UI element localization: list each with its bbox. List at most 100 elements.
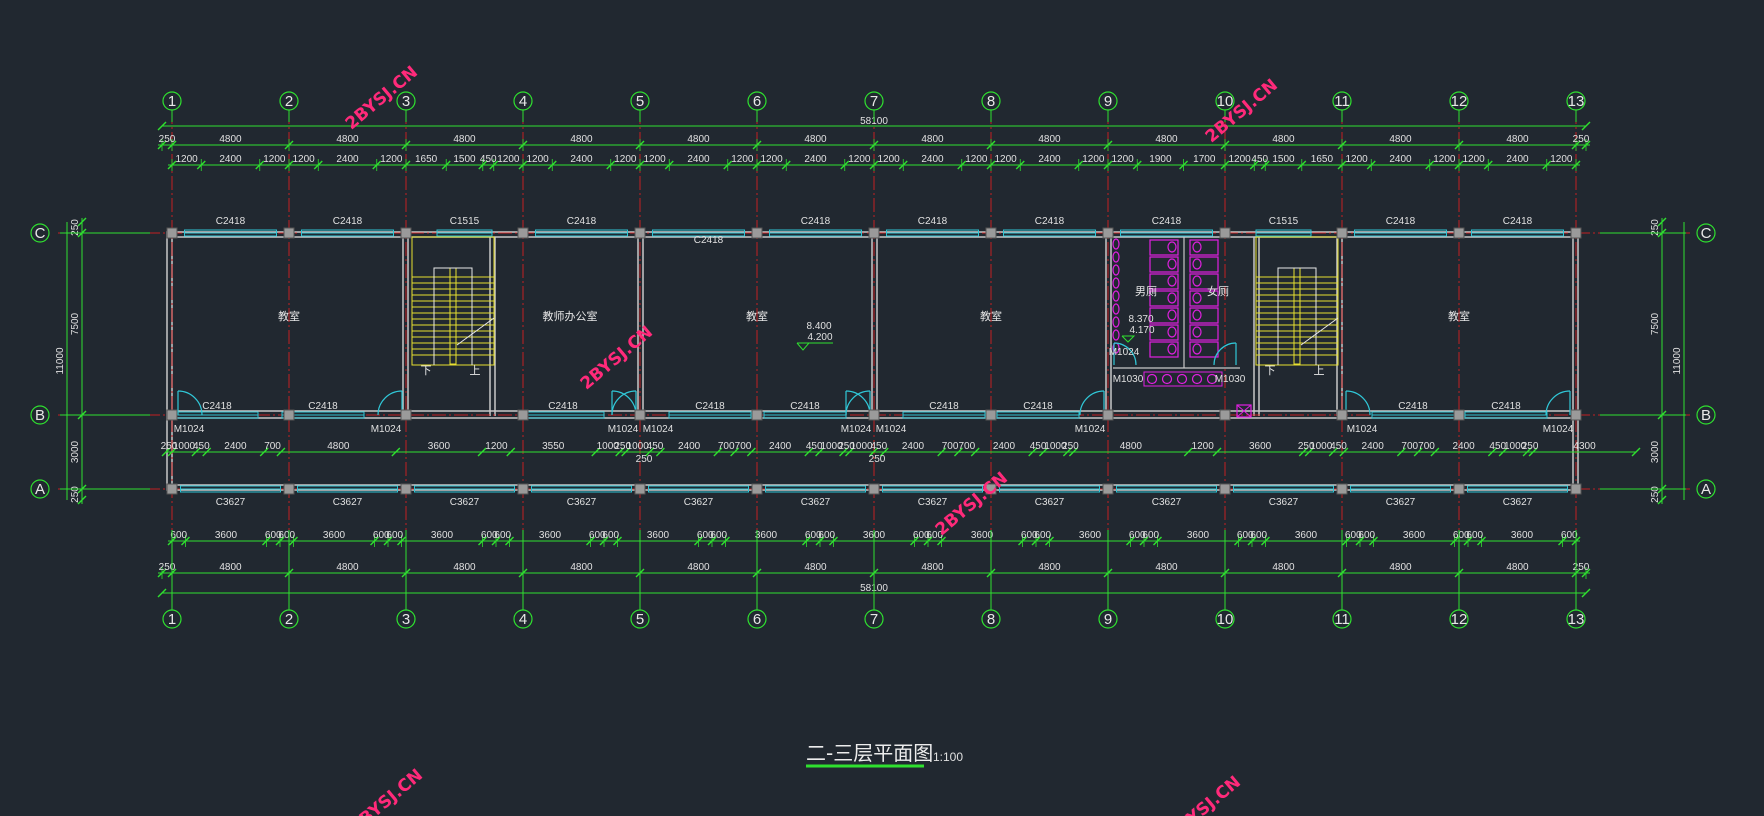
column bbox=[868, 483, 880, 495]
axis-number-2: 2 bbox=[285, 611, 293, 628]
corridor-dim-label: 2400 bbox=[224, 441, 247, 452]
bottom-detail-dim-label: 600 bbox=[1142, 530, 1159, 541]
top-window-label: C2418 bbox=[801, 216, 831, 227]
column bbox=[1570, 483, 1582, 495]
toilet-women bbox=[1192, 241, 1202, 253]
urinal bbox=[1112, 316, 1120, 328]
top-bay-dim-label: 4800 bbox=[1038, 134, 1061, 145]
bottom-window-label: C3627 bbox=[1386, 497, 1416, 508]
corridor-dim-tick bbox=[477, 447, 487, 457]
corridor-dim-tick bbox=[1498, 447, 1508, 457]
stair-right-well bbox=[1293, 267, 1301, 365]
column bbox=[985, 227, 997, 239]
column bbox=[1219, 227, 1231, 239]
corridor-dim-tick bbox=[1328, 447, 1338, 457]
right-total-label: 11000 bbox=[1672, 347, 1683, 375]
bottom-detail-dim-label: 3600 bbox=[539, 530, 562, 541]
axis-letter: B bbox=[1701, 407, 1711, 424]
axis-letter: C bbox=[35, 225, 46, 242]
bottom-bay-dim-label: 4800 bbox=[804, 562, 827, 573]
stair-left-arrow-path bbox=[433, 267, 473, 365]
top-detail-dim-label: 2400 bbox=[804, 154, 827, 165]
axis-bubble-row bbox=[30, 405, 50, 425]
corridor-dim-tick bbox=[1038, 447, 1048, 457]
top-window-label: C2418 bbox=[1035, 216, 1065, 227]
right-dim-label: 3000 bbox=[1650, 440, 1661, 463]
corridor-dim-tick bbox=[645, 447, 655, 457]
toilet-women bbox=[1192, 258, 1202, 270]
corridor-dim-label: 700 bbox=[264, 441, 281, 452]
stall-men bbox=[1149, 307, 1179, 324]
right-dim-tick bbox=[1657, 495, 1667, 505]
bottom-window-label: C3627 bbox=[1269, 497, 1299, 508]
sink bbox=[1146, 373, 1158, 385]
top-bay-dim-label: 4800 bbox=[570, 134, 593, 145]
corridor-dim-label: 4800 bbox=[327, 441, 350, 452]
top-detail-dim-label: 1200 bbox=[965, 154, 988, 165]
bottom-detail-dim-label: 600 bbox=[1358, 530, 1375, 541]
door-label: M1024 bbox=[1075, 424, 1106, 435]
axis-number-8: 8 bbox=[987, 611, 995, 628]
bottom-detail-dim-label: 600 bbox=[1561, 530, 1578, 541]
top-bay-dim-label: 4800 bbox=[804, 134, 827, 145]
corridor-dim-label: 450 bbox=[1330, 441, 1347, 452]
corridor-dim-tick bbox=[845, 447, 855, 457]
corridor-dim-tick bbox=[839, 447, 849, 457]
column bbox=[283, 227, 295, 239]
top-detail-dim-label: 1650 bbox=[415, 154, 438, 165]
axis-letter: B bbox=[35, 407, 45, 424]
corridor-dim-tick bbox=[506, 447, 516, 457]
top-detail-dim-label: 1200 bbox=[1229, 154, 1252, 165]
bottom-detail-dim-label: 600 bbox=[926, 530, 943, 541]
sink bbox=[1206, 373, 1218, 385]
watermark-text: 2BYSJ.CN bbox=[1202, 75, 1282, 147]
bottom-window-label: C3627 bbox=[918, 497, 948, 508]
column bbox=[1102, 409, 1114, 421]
corridor-window-label: C2418 bbox=[790, 401, 820, 412]
corridor-dim-tick bbox=[713, 447, 723, 457]
column bbox=[400, 483, 412, 495]
corridor-window-label: C2418 bbox=[1023, 401, 1053, 412]
corridor-dim-tick bbox=[1212, 447, 1222, 457]
top-detail-dim-label: 1200 bbox=[614, 154, 637, 165]
right-dim-label: 7500 bbox=[1650, 312, 1661, 335]
top-bay-dim-label: 4800 bbox=[921, 134, 944, 145]
bottom-window-label: C3627 bbox=[1035, 497, 1065, 508]
stair-left-break-line bbox=[456, 317, 495, 346]
axis-letter: A bbox=[1701, 481, 1711, 498]
corridor-dim-label: 1000 bbox=[597, 441, 620, 452]
wc-door-label: M1030 bbox=[1113, 374, 1144, 385]
corridor-dim-tick bbox=[655, 447, 665, 457]
elevation-mark bbox=[796, 342, 833, 351]
corridor-dim-tick bbox=[1183, 447, 1193, 457]
corridor-dim-label: 1000 bbox=[820, 441, 843, 452]
top-detail-dim-label: 2400 bbox=[1038, 154, 1061, 165]
wc-door-2-swing bbox=[1213, 342, 1237, 366]
left-dim-label: 7500 bbox=[70, 312, 81, 335]
corridor-dim-label: 2400 bbox=[1362, 441, 1385, 452]
drawing-scale: 1:100 bbox=[933, 750, 963, 764]
left-dim-label: 250 bbox=[70, 219, 81, 236]
bottom-detail-dim-label: 600 bbox=[494, 530, 511, 541]
bottom-window-label: C3627 bbox=[450, 497, 480, 508]
top-detail-dim-label: 2400 bbox=[687, 154, 710, 165]
top-detail-dim-label: 1200 bbox=[176, 154, 199, 165]
bottom-detail-dim-label: 600 bbox=[697, 530, 714, 541]
urinal bbox=[1112, 303, 1120, 315]
room-label-office: 教师办公室 bbox=[543, 309, 598, 323]
corridor-dim-label: 2400 bbox=[678, 441, 701, 452]
column bbox=[634, 227, 646, 239]
corridor-window-label: C2418 bbox=[548, 401, 578, 412]
corridor-dim-label: 3600 bbox=[1249, 441, 1272, 452]
bottom-detail-dim-label: 600 bbox=[913, 530, 930, 541]
bottom-bay-dim-label: 4800 bbox=[1272, 562, 1295, 573]
sink bbox=[1176, 373, 1188, 385]
axis-number-5: 5 bbox=[636, 611, 644, 628]
bottom-window-label: C3627 bbox=[801, 497, 831, 508]
drawing-title: 二-三层平面图 bbox=[806, 741, 933, 765]
corridor-dim-tick bbox=[937, 447, 947, 457]
left-dim-tick bbox=[77, 495, 87, 505]
corridor-dim-label: 3550 bbox=[542, 441, 565, 452]
top-detail-dim-label: 1200 bbox=[497, 154, 520, 165]
